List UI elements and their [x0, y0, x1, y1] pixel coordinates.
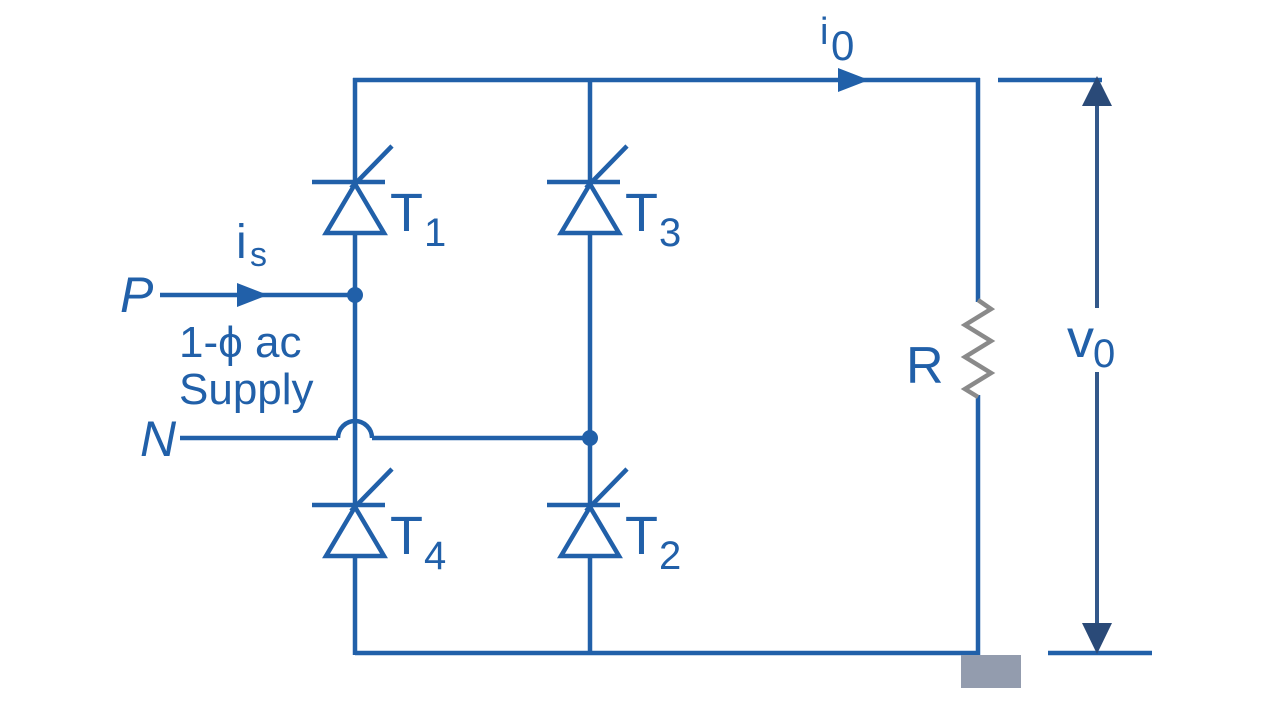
output-current-arrow-icon [838, 68, 869, 92]
label-t3-sub: 3 [659, 211, 681, 255]
label-output-voltage: v [1067, 309, 1094, 369]
label-t1-sub: 1 [424, 211, 446, 255]
label-t2-sub: 2 [659, 534, 681, 578]
label-t4-sub: 4 [424, 534, 446, 578]
thyristor-t3-icon [547, 144, 629, 236]
label-t1: T [390, 183, 423, 243]
junction-dot-p [347, 287, 363, 303]
label-source-current: i [236, 216, 247, 269]
terminal-pad [961, 655, 1021, 688]
output-voltage-measure [998, 76, 1152, 656]
label-load-resistor: R [906, 337, 944, 395]
label-output-current: i [820, 11, 828, 53]
label-source-current-sub: s [250, 236, 267, 274]
label-output-voltage-sub: 0 [1093, 332, 1115, 376]
junction-dot-n [582, 430, 598, 446]
label-output-current-sub: 0 [831, 22, 854, 69]
label-supply-line1: 1-ϕ ac [179, 318, 301, 367]
source-current-arrow-icon [237, 283, 268, 307]
label-supply-line2: Supply [179, 365, 314, 414]
label-terminal-p: P [120, 267, 154, 323]
wire-crossover-hop [335, 418, 375, 439]
bridge-wires [352, 77, 981, 656]
thyristor-t1-icon [312, 144, 394, 236]
resistor-icon [960, 298, 996, 399]
arrow-down-icon [1082, 623, 1112, 654]
thyristor-t2-icon [547, 467, 629, 559]
label-terminal-n: N [140, 411, 177, 467]
label-t4: T [390, 506, 423, 566]
arrow-up-icon [1082, 76, 1112, 106]
label-t3: T [625, 183, 658, 243]
supply-wires [160, 283, 598, 446]
thyristor-t4-icon [312, 467, 394, 559]
label-t2: T [625, 506, 658, 566]
